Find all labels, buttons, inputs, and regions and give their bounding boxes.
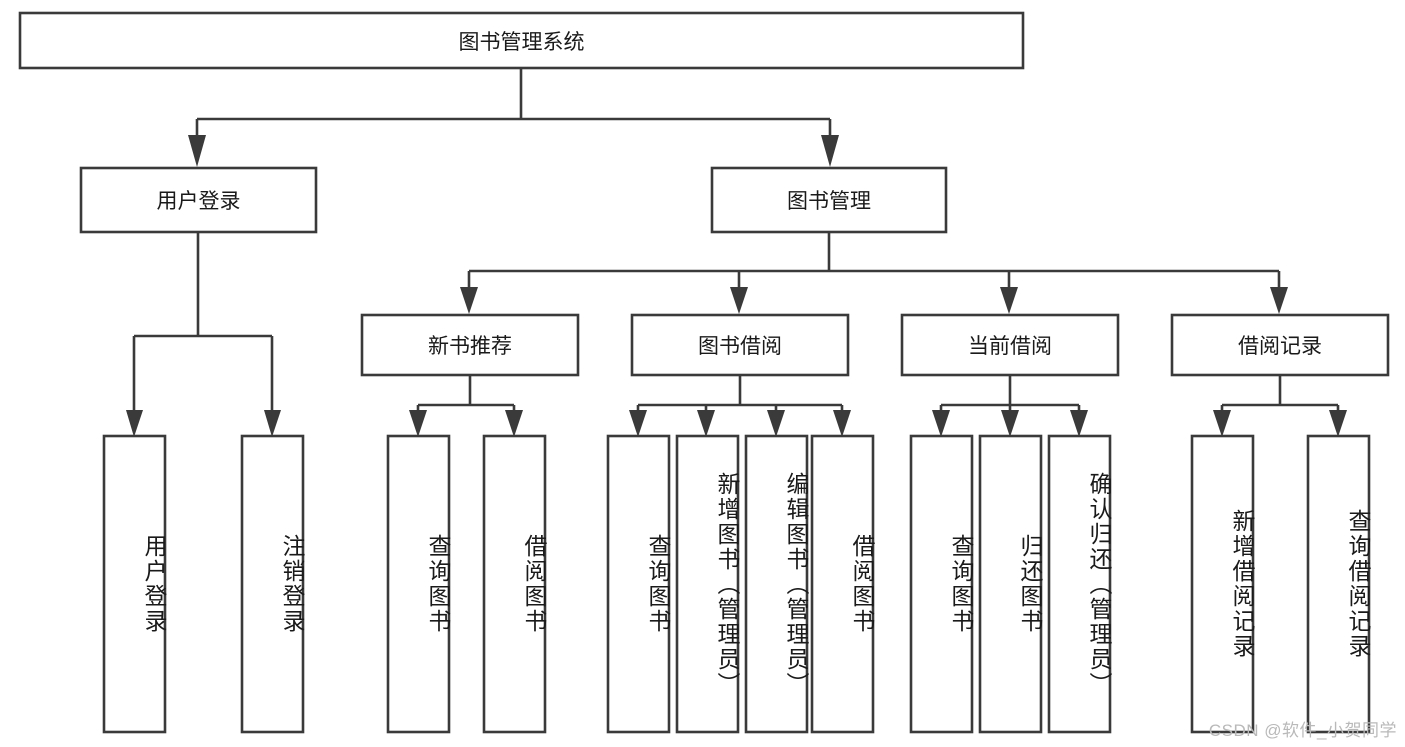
node-new-book-rec-box[interactable] — [360, 313, 580, 377]
node-leaf-user-login-box[interactable] — [102, 434, 167, 734]
arrow-head-leaf-confirm-return — [1070, 410, 1088, 437]
node-leaf-return-book-box[interactable] — [978, 434, 1043, 734]
arrow-head-leaf-user-login — [126, 410, 143, 437]
arrow-head-book-borrow — [730, 287, 748, 314]
arrow-head-borrow-record — [1270, 287, 1288, 314]
node-leaf-query-book-2-box[interactable] — [606, 434, 671, 734]
node-root-box[interactable] — [18, 11, 1025, 70]
node-leaf-confirm-return-box[interactable] — [1047, 434, 1112, 734]
arrow-head-leaf-edit-book — [767, 410, 785, 437]
arrow-head-user-login — [188, 135, 206, 167]
node-book-manage-box[interactable] — [710, 166, 948, 234]
arrow-head-leaf-logout-login — [264, 410, 281, 437]
node-user-login-box[interactable] — [79, 166, 318, 234]
arrow-head-leaf-return-book — [1001, 410, 1019, 437]
node-current-borrow-box[interactable] — [900, 313, 1120, 377]
node-leaf-add-book-box[interactable] — [675, 434, 740, 734]
node-leaf-borrow-book-2-box[interactable] — [810, 434, 875, 734]
node-leaf-query-book-3-box[interactable] — [909, 434, 974, 734]
arrow-head-current-borrow — [1000, 287, 1018, 314]
arrow-head-book-manage — [821, 135, 839, 167]
node-leaf-borrow-book-1-box[interactable] — [482, 434, 547, 734]
node-leaf-logout-login-box[interactable] — [240, 434, 305, 734]
arrow-head-leaf-query-book-1 — [409, 410, 427, 437]
arrow-head-leaf-add-book — [697, 410, 715, 437]
arrow-head-new-book-rec — [460, 287, 478, 314]
arrow-head-leaf-query-record — [1329, 410, 1347, 437]
arrow-head-leaf-query-book-2 — [629, 410, 647, 437]
node-leaf-query-book-1-box[interactable] — [386, 434, 451, 734]
arrow-head-leaf-borrow-book-1 — [505, 410, 523, 437]
node-leaf-add-record-box[interactable] — [1190, 434, 1255, 734]
watermark-text: CSDN @软件_小贺同学 — [1208, 721, 1397, 740]
node-borrow-record-box[interactable] — [1170, 313, 1390, 377]
node-book-borrow-box[interactable] — [630, 313, 850, 377]
arrow-head-leaf-borrow-book-2 — [833, 410, 851, 437]
arrow-head-leaf-add-record — [1213, 410, 1231, 437]
node-leaf-query-record-box[interactable] — [1306, 434, 1371, 734]
node-leaf-edit-book-box[interactable] — [744, 434, 809, 734]
arrow-head-leaf-query-book-3 — [932, 410, 950, 437]
